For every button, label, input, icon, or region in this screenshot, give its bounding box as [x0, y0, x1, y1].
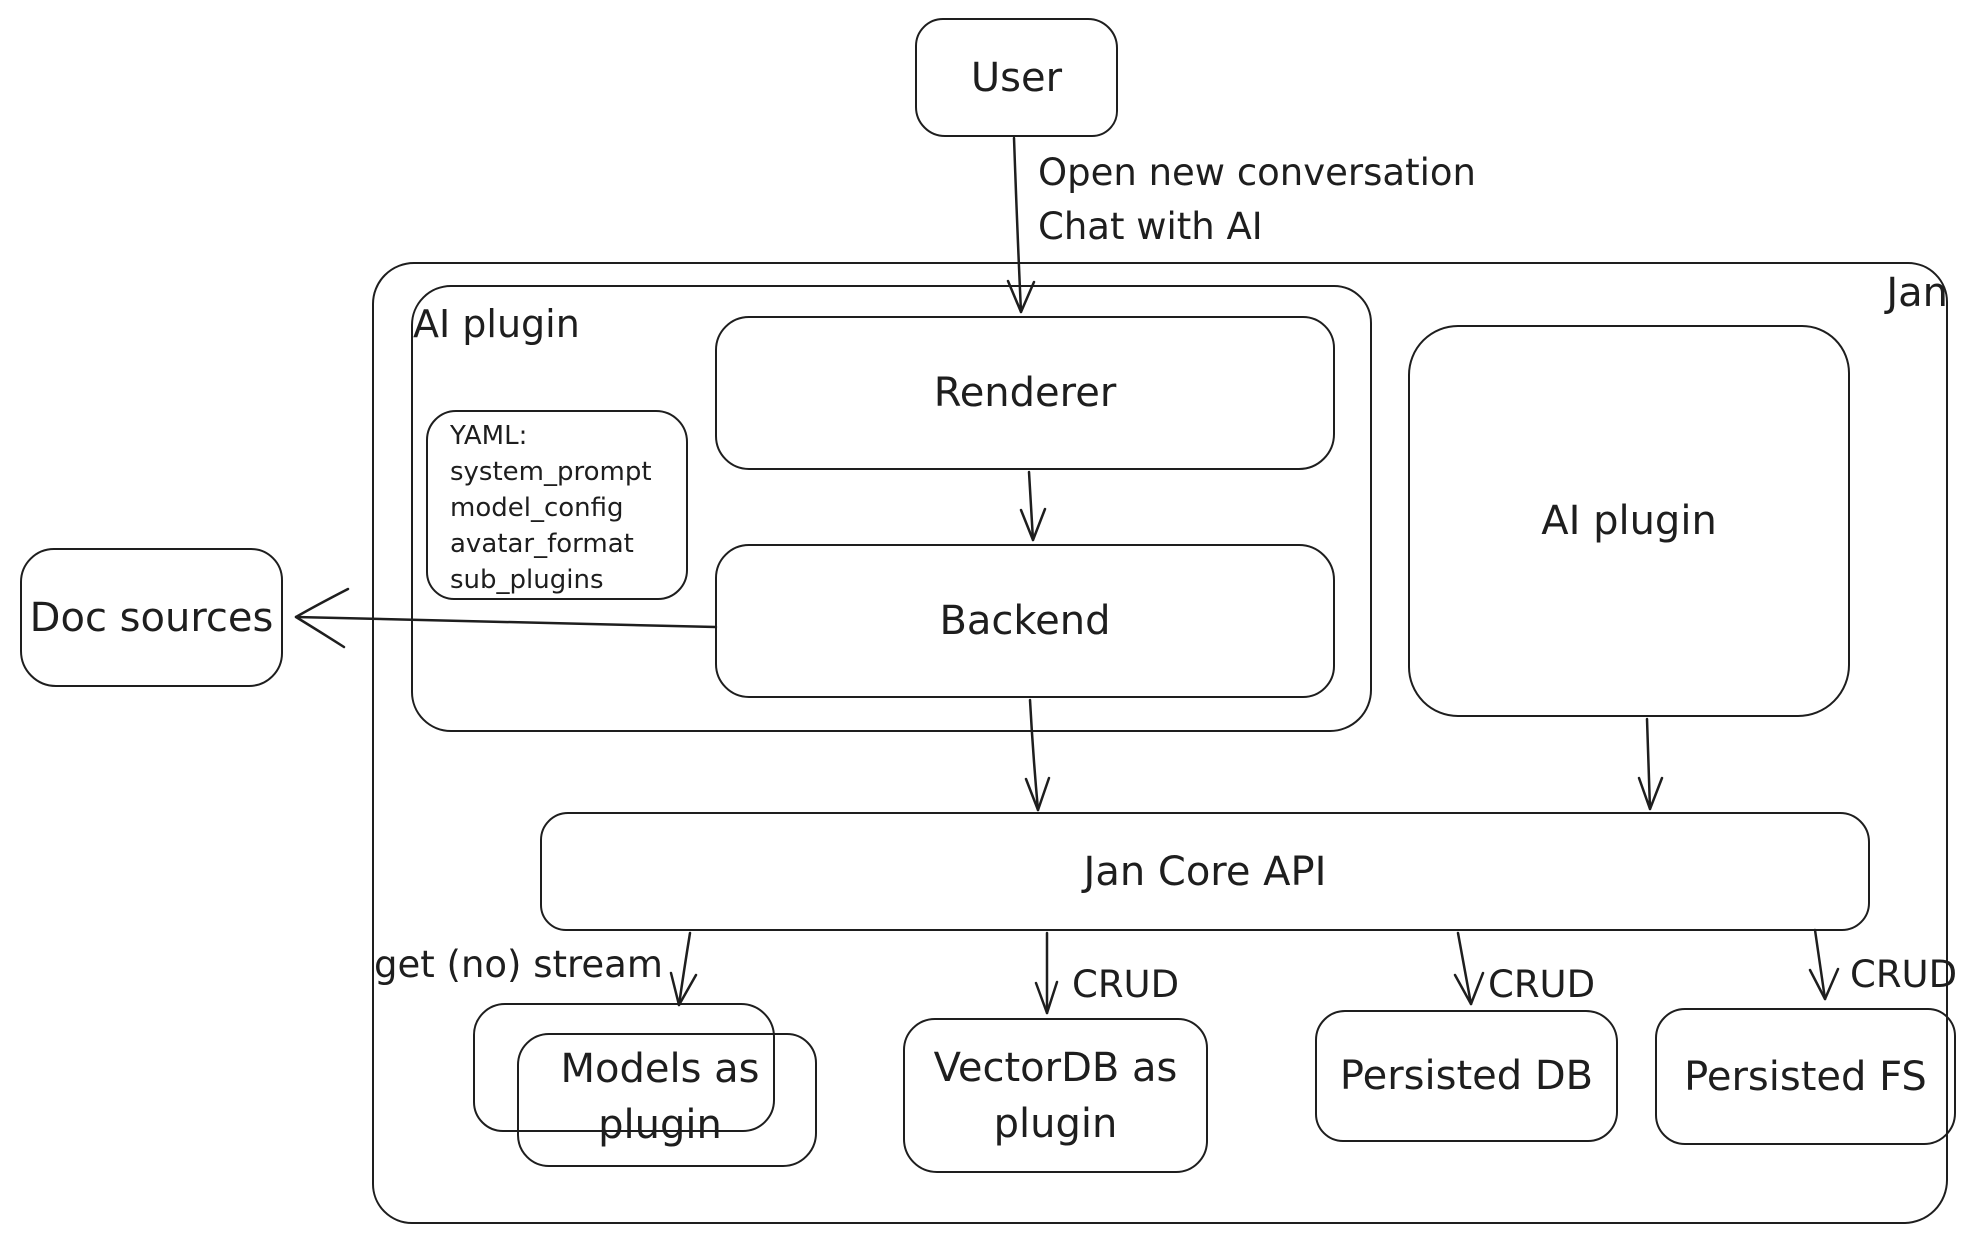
vectordb-node-box — [903, 1018, 1208, 1173]
crud-persisted-db-edge-label: CRUD — [1488, 963, 1596, 1006]
yaml-note-text: YAML: system_prompt model_config avatar_… — [450, 421, 652, 595]
jan-container-box — [372, 262, 1948, 1224]
backend-node-label: Backend — [939, 598, 1111, 644]
ai-plugin-group-box — [411, 285, 1372, 732]
ai-plugin-group-label: AI plugin — [413, 302, 580, 346]
doc-sources-node-box — [20, 548, 283, 687]
crud-persisted-fs-edge-label: CRUD — [1850, 953, 1958, 996]
persisted-db-node-label: Persisted DB — [1339, 1053, 1594, 1099]
renderer-node-label: Renderer — [933, 370, 1117, 416]
jan-container-label: Jan — [1886, 270, 1948, 316]
persisted-fs-node-box — [1655, 1008, 1956, 1145]
persisted-db-node-box — [1315, 1010, 1618, 1142]
yaml-note-box — [426, 410, 688, 600]
ai-plugin-right-node-label: AI plugin — [1541, 498, 1717, 544]
jan-core-api-node-box — [540, 812, 1870, 931]
user-node-box — [915, 18, 1118, 137]
models-as-plugin-node-label: Models as plugin — [560, 1046, 760, 1148]
renderer-node-box — [715, 316, 1335, 470]
user-flow-edge-label: Open new conversation Chat with AI — [1038, 151, 1476, 248]
models-as-plugin-front-box — [517, 1033, 817, 1167]
doc-sources-node-label: Doc sources — [29, 594, 274, 641]
get-no-stream-edge-label: get (no) stream — [374, 943, 663, 986]
persisted-fs-node-label: Persisted FS — [1684, 1053, 1927, 1100]
user-node-label: User — [970, 54, 1063, 101]
crud-vectordb-edge-label: CRUD — [1072, 963, 1180, 1006]
ai-plugin-right-node-box — [1408, 325, 1850, 717]
models-as-plugin-back-box — [473, 1003, 775, 1132]
jan-core-api-node-label: Jan Core API — [1083, 848, 1327, 895]
vectordb-node-label: VectorDB as plugin — [933, 1044, 1178, 1147]
